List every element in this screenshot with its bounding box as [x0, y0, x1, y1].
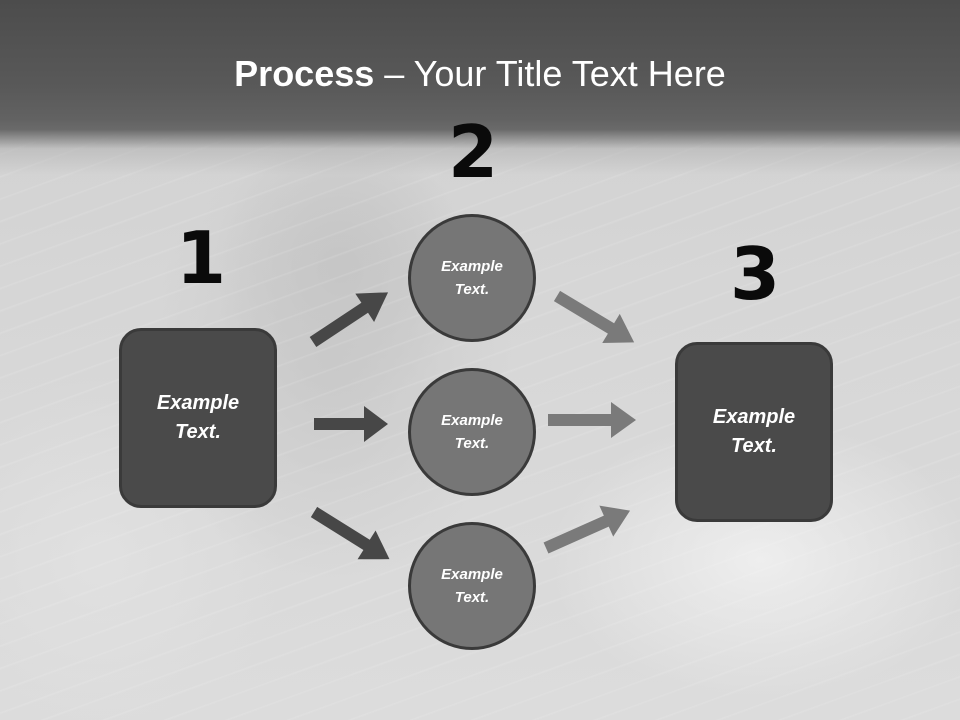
arrow-right-icon — [548, 402, 636, 438]
step-2-circle-bottom: Example Text. — [408, 522, 536, 650]
circle-text-line: Example — [441, 412, 503, 429]
arrow-up-right-icon — [309, 292, 389, 348]
left-arrows — [309, 292, 390, 560]
step-2-circle-middle: Example Text. — [408, 368, 536, 496]
arrow-down-right-icon — [553, 290, 635, 344]
title-rest: – Your Title Text Here — [374, 53, 726, 94]
step-number-3: 3 — [730, 232, 781, 316]
arrow-down-right-icon — [310, 506, 390, 560]
circle-text-line: Example — [441, 258, 503, 275]
step-3-box: Example Text. — [675, 342, 833, 522]
arrow-up-right-icon — [543, 505, 631, 554]
step-1-box: Example Text. — [119, 328, 277, 508]
box-text-line: Text. — [731, 435, 777, 457]
step-number-1: 1 — [176, 216, 227, 300]
circle-text-line: Text. — [454, 435, 490, 452]
circle-text-line: Text. — [454, 589, 490, 606]
arrow-right-icon — [314, 406, 388, 442]
box-text-line: Example — [712, 406, 796, 428]
step-2-circle-top: Example Text. — [408, 214, 536, 342]
step-1-box-text: Example Text. — [157, 389, 239, 447]
step-3-box-text: Example Text. — [713, 403, 795, 461]
circle-text-line: Text. — [454, 281, 490, 298]
box-text-line: Example — [156, 392, 240, 414]
right-arrows — [543, 290, 636, 554]
step-number-2: 2 — [448, 110, 499, 194]
title-strong: Process — [234, 53, 375, 94]
title-bar — [0, 0, 960, 175]
slide-title: Process – Your Title Text Here — [0, 52, 960, 96]
box-text-line: Text. — [175, 421, 221, 443]
circle-text-line: Example — [441, 566, 503, 583]
